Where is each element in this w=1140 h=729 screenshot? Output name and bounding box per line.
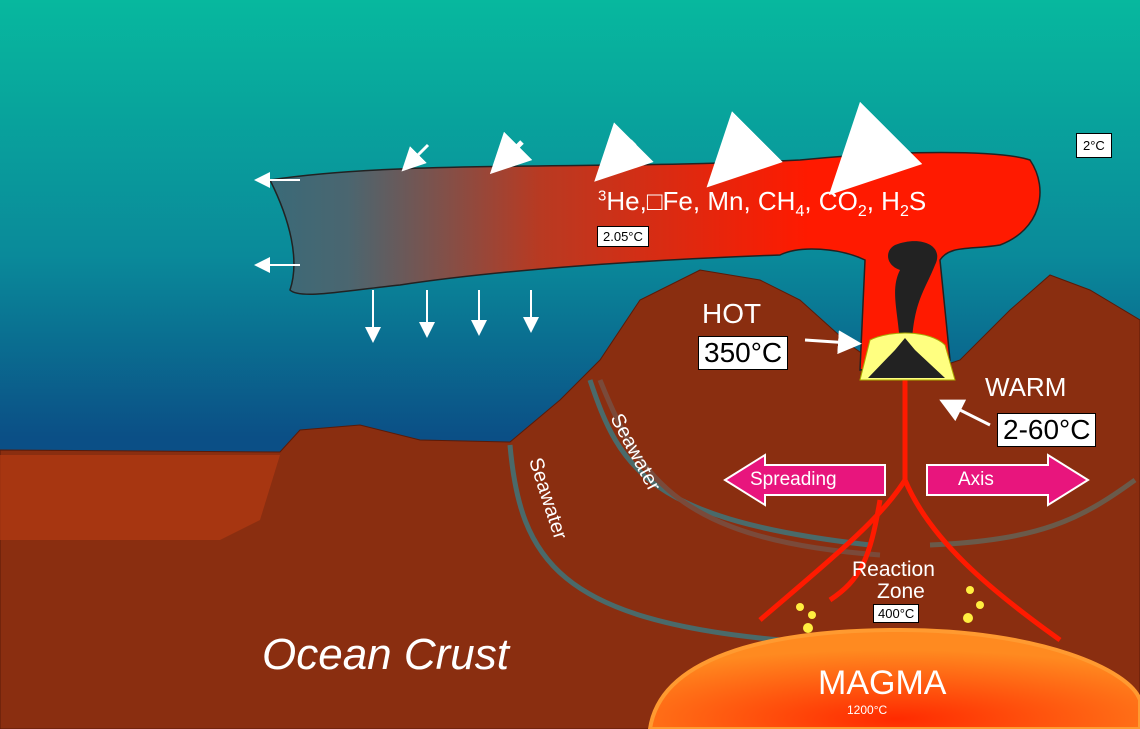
pointer-arrows [804, 330, 991, 427]
chem-sep: □ [646, 186, 663, 216]
warm-label: WARM [985, 372, 1067, 402]
axis-label: Axis [958, 469, 994, 490]
hot-label: HOT [702, 298, 762, 329]
reaction-zone-label-2: Zone [877, 580, 925, 603]
ocean-crust [0, 269, 1140, 729]
warm-temp-label: 2-60°C [997, 413, 1097, 447]
spreading-arrow-right [926, 453, 1090, 507]
chem-sub: 2 [899, 203, 909, 221]
chem-sub: 4 [795, 203, 805, 221]
black-smoke [888, 241, 938, 345]
chem-he: He, [606, 186, 647, 216]
sinking-particle-arrows [365, 290, 539, 343]
chem-h: , H [866, 186, 900, 216]
reaction-zone-label-1: Reaction [852, 558, 935, 581]
chem-s: S [908, 186, 927, 216]
seawater-flow-paths [507, 379, 1137, 643]
magma-temp: 1200°C [847, 703, 888, 717]
plume-temp-label: 2.05°C [597, 226, 649, 247]
ambient-temp-label: 2°C [1076, 133, 1112, 158]
entrainment-arrows [401, 101, 923, 196]
chem-fe-mn-ch: Fe, Mn, CH [662, 186, 796, 216]
hot-fluid-paths [758, 380, 1062, 643]
vent-base [868, 338, 945, 378]
he-isotope-superscript: 3 [598, 187, 607, 205]
gas-bubbles [796, 586, 984, 633]
spreading-arrow-left [723, 453, 886, 507]
chem-sub: 2 [857, 203, 867, 221]
reaction-zone-temp: 400°C [873, 604, 920, 623]
ocean-crust-label: Ocean Crust [262, 630, 509, 679]
outflow-arrows [254, 172, 300, 273]
hot-temp-label: 350°C [698, 336, 789, 370]
chem-co: , CO [804, 186, 858, 216]
spreading-label: Spreading [750, 469, 837, 490]
magma-chamber [647, 627, 1140, 729]
plume-chemical-species: 3He,□Fe, Mn, CH4, CO2, H2S [598, 186, 926, 221]
crust-basin [0, 455, 280, 540]
magma-label: MAGMA [818, 664, 947, 702]
